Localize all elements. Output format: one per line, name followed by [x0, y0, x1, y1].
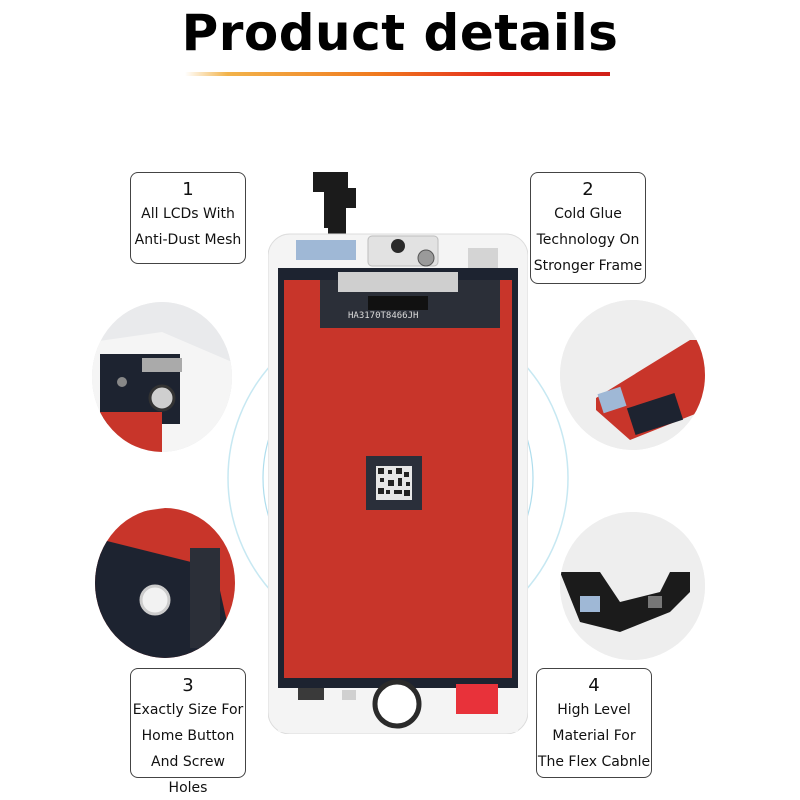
callout-3-line-3: And Screw Holes — [151, 754, 225, 796]
zoom-top-left — [92, 302, 232, 452]
callout-4-number: 4 — [588, 675, 600, 696]
callout-3: 3 Exactly Size For Home Button And Screw… — [130, 668, 246, 796]
callout-3-line-1: Exactly Size For — [132, 702, 244, 718]
callout-4-line-2: Material For — [552, 728, 636, 744]
callout-1-line-2: Anti-Dust Mesh — [134, 232, 242, 248]
callout-3-line-2: Home Button — [141, 728, 235, 744]
callout-2: 2 Cold Glue Technology On Stronger Frame — [530, 172, 646, 284]
panel-label: HA3170T8466JH — [348, 311, 418, 321]
callout-2-line-3: Stronger Frame — [533, 258, 643, 274]
lcd-assembly-image: HA3170T8466JH — [267, 168, 529, 735]
callout-2-line-2: Technology On — [536, 232, 640, 248]
callout-4: 4 High Level Material For The Flex Cabnl… — [536, 668, 652, 778]
callout-1-number: 1 — [182, 179, 194, 200]
callout-4-line-3: The Flex Cabnle — [537, 754, 651, 770]
zoom-top-right — [560, 300, 705, 450]
callout-2-number: 2 — [582, 179, 594, 200]
callout-1: 1 All LCDs With Anti-Dust Mesh — [130, 172, 246, 264]
callout-3-number: 3 — [182, 675, 194, 696]
zoom-bottom-right — [560, 512, 705, 660]
zoom-bottom-left — [95, 508, 235, 658]
callout-4-line-1: High Level — [557, 702, 631, 718]
callout-1-line-1: All LCDs With — [141, 206, 235, 222]
title-underline — [185, 72, 610, 76]
page-title: Product details — [181, 4, 619, 62]
callout-2-line-1: Cold Glue — [554, 206, 622, 222]
